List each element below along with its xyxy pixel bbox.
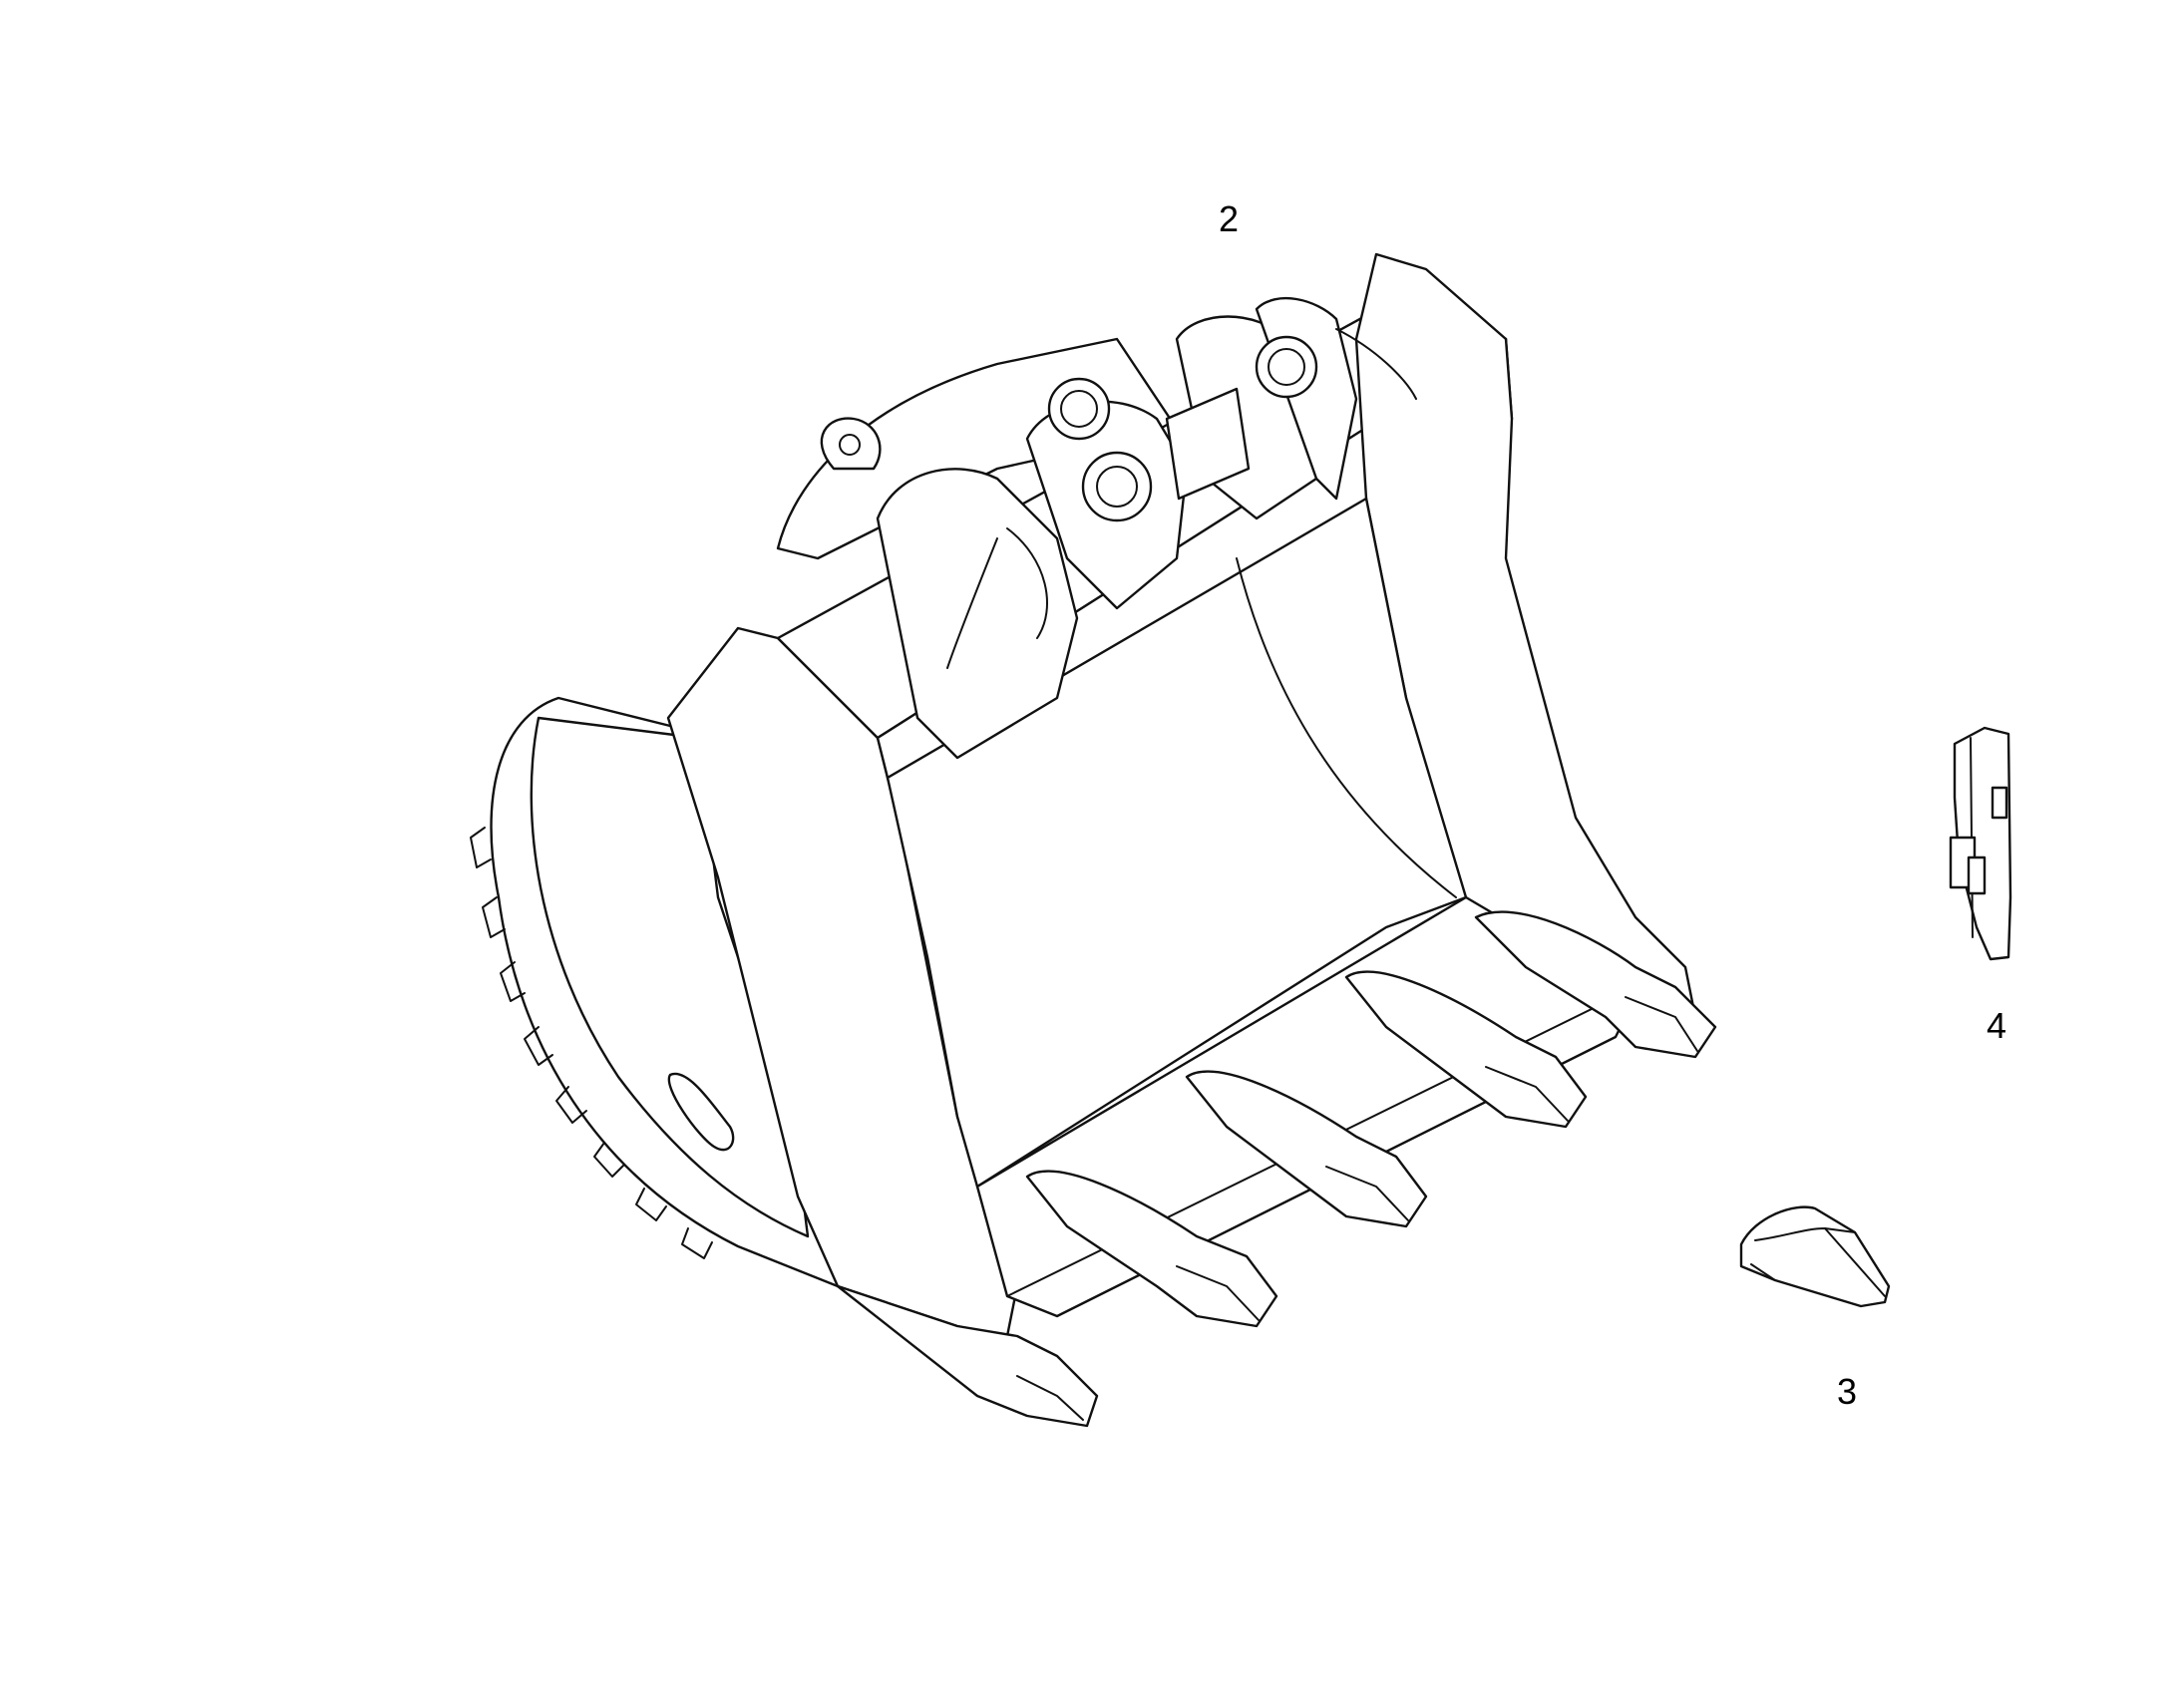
bucket-left-inner-face — [530, 716, 810, 1238]
bucket-drawing — [470, 252, 1717, 1428]
callout-pin: 4 — [1987, 1005, 2007, 1046]
bucket-hook-right — [1335, 328, 1417, 400]
bucket-lifting-eye — [820, 417, 882, 471]
pin-drawing — [1949, 726, 2012, 961]
tooth-drawing — [1739, 1205, 1891, 1308]
bucket-side-slot — [667, 1072, 735, 1152]
bucket-hook-left — [946, 527, 1048, 669]
callout-bucket: 2 — [1219, 198, 1240, 239]
bucket-teeth-row — [836, 910, 1717, 1428]
bucket-pin-bosses — [1047, 335, 1318, 522]
callout-tooth: 3 — [1837, 1371, 1858, 1412]
bucket-inner-curve — [1236, 557, 1457, 898]
bucket-wear-strips — [470, 827, 713, 1259]
bucket-inner-wall — [886, 497, 1468, 1189]
